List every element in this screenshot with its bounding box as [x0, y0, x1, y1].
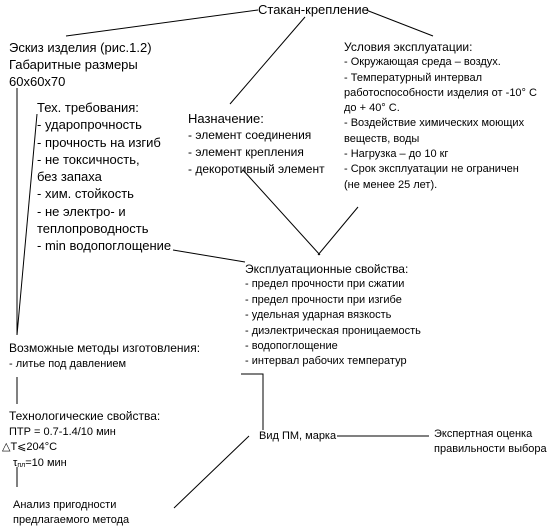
tech-properties-tau: τпл=10 мин	[13, 456, 160, 474]
operating-conditions-node: Условия эксплуатации: - Окружающая среда…	[344, 40, 537, 193]
connector-root-conditions	[365, 9, 434, 37]
connector-properties-material	[241, 373, 264, 430]
analysis-node: Анализ пригодности предлагаемого метода	[13, 498, 129, 528]
connector-tech-requirements-methods	[16, 113, 38, 336]
connector-conditions-properties	[317, 206, 359, 256]
connector-tech-requirements-properties	[172, 249, 246, 263]
tech-requirements-item: - хим. стойкость	[37, 186, 134, 202]
tech-requirements-item: без запаха	[37, 169, 102, 185]
root-node: Стакан-крепление	[258, 2, 369, 18]
sketch-node: Эскиз изделия (рис.1.2) Габаритные разме…	[9, 39, 152, 90]
analysis-line: Анализ пригодности	[13, 499, 117, 511]
expert-line: правильности выбора	[434, 443, 547, 455]
tau-symbol: τ	[13, 456, 18, 469]
methods-title: Возможные методы изготовления:	[9, 341, 201, 355]
connector-root-purpose	[229, 16, 306, 105]
methods-node: Возможные методы изготовления: - литье п…	[9, 340, 200, 372]
operating-conditions-item: веществ, воды	[344, 132, 420, 145]
connector-purpose-properties	[242, 169, 321, 256]
sketch-line: Габаритные размеры	[9, 57, 138, 72]
operating-conditions-item: - Воздействие химических моющих	[344, 117, 525, 130]
expert-node: Экспертная оценка правильности выбора	[434, 427, 547, 457]
purpose-node: Назначение: - элемент соединения - элеме…	[188, 110, 325, 178]
tech-requirements-item: - прочность на изгиб	[37, 134, 161, 150]
operational-properties-item: - предел прочности при сжатии	[245, 278, 405, 291]
connector-material-analysis	[173, 435, 250, 509]
tech-properties-title: Технологические свойства:	[9, 409, 161, 423]
tech-requirements-node: Тех. требования: - ударопрочность - проч…	[37, 99, 171, 255]
analysis-line: предлагаемого метода	[13, 514, 130, 526]
connector-root-sketch	[65, 9, 259, 37]
operational-properties-item: - диэлектрическая проницаемость	[245, 324, 421, 337]
root-title: Стакан-крепление	[258, 2, 369, 17]
sketch-line: Эскиз изделия (рис.1.2)	[9, 40, 152, 55]
operating-conditions-item: до + 40° С.	[344, 102, 400, 115]
operating-conditions-item: - Температурный интервал	[344, 71, 483, 84]
operating-conditions-item: (не менее 25 лет).	[344, 178, 438, 191]
operational-properties-item: - интервал рабочих температур	[245, 355, 407, 368]
purpose-title: Назначение:	[188, 111, 264, 126]
tech-properties-delta-t: △T⩽204°С	[2, 441, 58, 453]
tech-requirements-item: - ударопрочность	[37, 117, 142, 133]
tau-subscript: пл	[17, 461, 26, 469]
tech-requirements-item: - min водопоглощение	[37, 238, 172, 254]
tech-properties-node: Технологические свойства: ПТР = 0.7-1.4/…	[2, 409, 161, 474]
tech-properties-ptr: ПТР = 0.7-1.4/10 мин	[9, 425, 116, 438]
methods-item: - литье под давлением	[9, 358, 127, 370]
operating-conditions-item: - Нагрузка – до 10 кг	[344, 148, 449, 161]
operating-conditions-title: Условия эксплуатации:	[344, 40, 473, 54]
tech-requirements-item: теплопроводность	[37, 221, 149, 237]
operational-properties-item: - водопоглощение	[245, 340, 338, 353]
operational-properties-item: - предел прочности при изгибе	[245, 293, 402, 306]
operational-properties-title: Эксплуатационные свойства:	[245, 262, 409, 276]
purpose-item: - элемент соединения	[188, 128, 312, 142]
material-label: Вид ПМ, марка	[259, 430, 337, 442]
expert-line: Экспертная оценка	[434, 428, 533, 440]
purpose-item: - элемент крепления	[188, 145, 304, 159]
operating-conditions-item: - Срок эксплуатации не ограничен	[344, 163, 519, 176]
tech-requirements-item: - не токсичность,	[37, 151, 140, 167]
tech-requirements-item: - не электро- и	[37, 203, 126, 219]
operational-properties-node: Эксплуатационные свойства: - предел проч…	[245, 262, 421, 370]
tech-requirements-title: Тех. требования:	[37, 100, 139, 115]
operating-conditions-item: работоспособности изделия от -10° С	[344, 86, 537, 99]
purpose-item: - декоротивный элемент	[188, 162, 325, 176]
tau-value: =10 мин	[25, 456, 67, 469]
operational-properties-item: - удельная ударная вязкость	[245, 309, 392, 322]
operating-conditions-item: - Окружающая среда – воздух.	[344, 56, 501, 69]
material-node: Вид ПМ, марка	[259, 429, 336, 443]
sketch-line: 60х60х70	[9, 74, 66, 89]
